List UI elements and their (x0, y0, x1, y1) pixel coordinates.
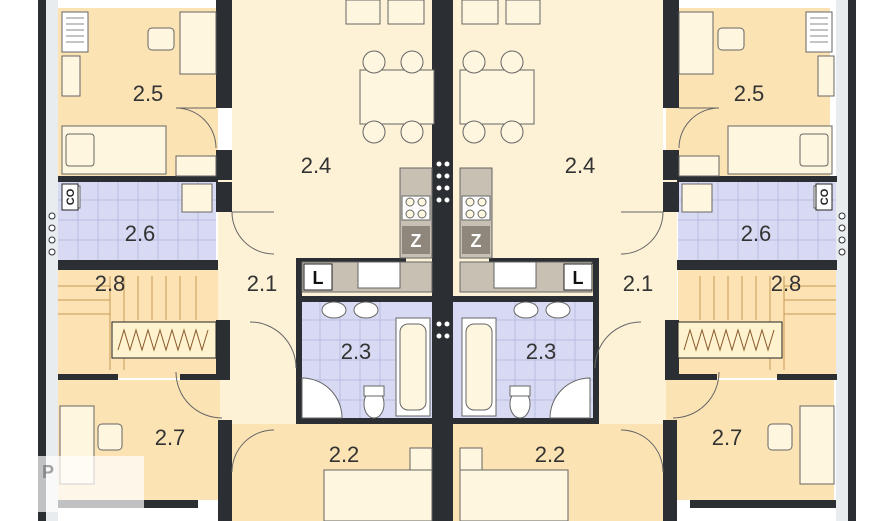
left-z-label: Z (411, 231, 422, 251)
right-room-label-2-4: 2.4 (565, 153, 596, 178)
left-floor-2-1 (218, 180, 300, 425)
left-co-label: CO (65, 188, 77, 205)
left-l-box (303, 263, 333, 291)
left-room-label-2-4: 2.4 (301, 153, 332, 178)
vent-dots (48, 160, 846, 340)
right-room-label-2-8: 2.8 (771, 271, 802, 296)
left-room-label-2-5: 2.5 (133, 81, 164, 106)
left-room-label-2-1: 2.1 (247, 271, 278, 296)
walls (38, 0, 856, 521)
right-room-label-2-2: 2.2 (535, 442, 566, 467)
right-floor-2-1 (595, 180, 677, 425)
right-co-box (815, 183, 833, 211)
left-room-label-2-8: 2.8 (95, 271, 126, 296)
watermark-patch (26, 456, 144, 512)
left-room-label-2-3: 2.3 (341, 339, 372, 364)
left-room-label-2-6: 2.6 (125, 221, 156, 246)
right-co-label: CO (819, 188, 831, 205)
left-room-label-2-7: 2.7 (155, 425, 186, 450)
left-z-box (402, 226, 430, 254)
tile-grid (58, 182, 836, 424)
right-room-label-2-6: 2.6 (741, 221, 772, 246)
right-room-label-2-7: 2.7 (712, 425, 743, 450)
right-z-label: Z (471, 231, 482, 251)
right-room-label-2-5: 2.5 (734, 81, 765, 106)
left-room-label-2-2: 2.2 (329, 442, 360, 467)
right-l-box (563, 263, 593, 291)
right-z-box (462, 226, 490, 254)
right-room-label-2-1: 2.1 (623, 271, 654, 296)
left-l-label: L (313, 268, 324, 288)
left-co-box (61, 183, 79, 211)
watermark-logo: P (42, 462, 57, 482)
right-room-label-2-3: 2.3 (526, 339, 557, 364)
right-l-label: L (573, 268, 584, 288)
